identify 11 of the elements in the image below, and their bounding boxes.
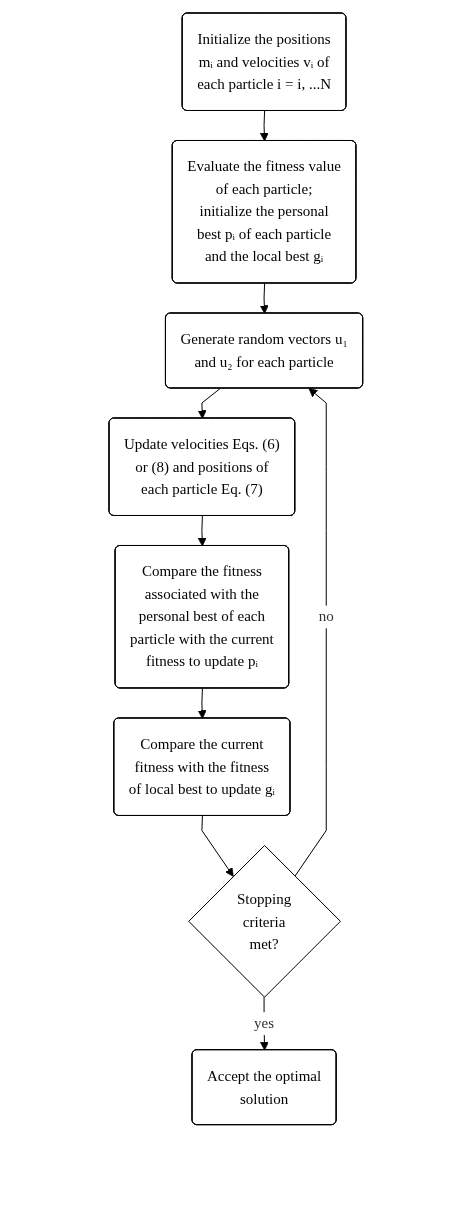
arrow <box>197 515 207 547</box>
arrow <box>197 688 207 719</box>
arrow <box>260 110 269 142</box>
arrow <box>197 388 221 419</box>
arrow <box>201 815 234 877</box>
arrow <box>260 283 269 314</box>
node-diamond: Stopping criteria met? <box>188 845 342 998</box>
arrow <box>260 996 269 1051</box>
edge-label: no <box>318 608 334 625</box>
arrow <box>294 388 327 877</box>
edge-label: yes <box>254 1015 275 1032</box>
